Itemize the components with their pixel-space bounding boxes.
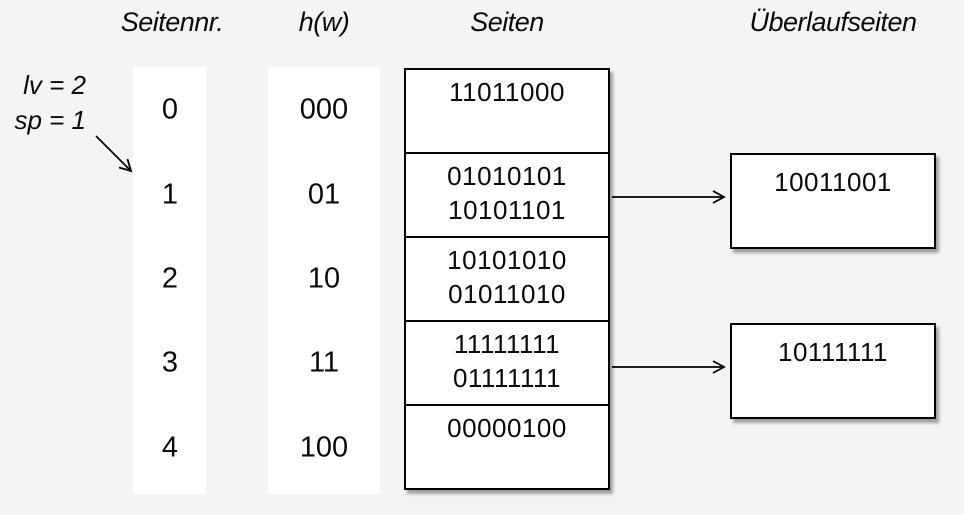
record-value: 11111111	[453, 329, 561, 359]
column-header-seiten: Seiten	[470, 7, 544, 37]
page-number-4: 4	[161, 431, 179, 464]
column-header-seitennr: Seitennr.	[120, 7, 224, 37]
record-value: 10011001	[774, 167, 892, 197]
record-value: 01111111	[452, 363, 562, 393]
record-value: 10111111	[777, 337, 889, 367]
hash-value-2: 10	[307, 262, 341, 295]
hash-value-4: 100	[299, 431, 349, 464]
record-value	[406, 445, 608, 479]
page-bucket-2: 10101010 01011010	[406, 238, 608, 322]
overflow-page-bucket-1: 10011001	[730, 153, 936, 249]
split-pointer-arrow	[95, 135, 133, 173]
page-number-2: 2	[161, 262, 179, 295]
state-annotation: lv = 2 sp = 1	[4, 68, 86, 138]
page-number-1: 1	[161, 178, 179, 211]
level-value: lv = 2	[23, 70, 86, 100]
page-number-3: 3	[161, 346, 179, 379]
record-value: 11011000	[449, 77, 565, 107]
page-number-0: 0	[161, 93, 179, 126]
column-header-hw: h(w)	[298, 7, 350, 37]
column-header-ueberlaufseiten: Überlaufseiten	[749, 7, 917, 37]
hash-value-0: 000	[299, 93, 349, 126]
page-bucket-0: 11011000	[406, 70, 608, 154]
seitennr-column-background	[133, 67, 206, 494]
page-bucket-4: 00000100	[406, 406, 608, 488]
pages-box: 11011000 01010101 10101101 10101010 0101…	[404, 68, 610, 490]
hw-column-background	[268, 67, 380, 494]
record-value: 01011010	[448, 279, 566, 309]
record-value: 00000100	[447, 413, 567, 443]
record-value	[406, 109, 608, 143]
record-value: 10101010	[447, 245, 567, 275]
hash-value-3: 11	[308, 346, 340, 379]
page-bucket-3: 11111111 01111111	[406, 322, 608, 406]
split-pointer-value: sp = 1	[14, 105, 86, 135]
record-value: 10101101	[448, 195, 566, 225]
overflow-page-bucket-3: 10111111	[730, 323, 936, 419]
record-value: 01010101	[447, 161, 567, 191]
hash-value-1: 01	[307, 178, 341, 211]
page-bucket-1: 01010101 10101101	[406, 154, 608, 238]
